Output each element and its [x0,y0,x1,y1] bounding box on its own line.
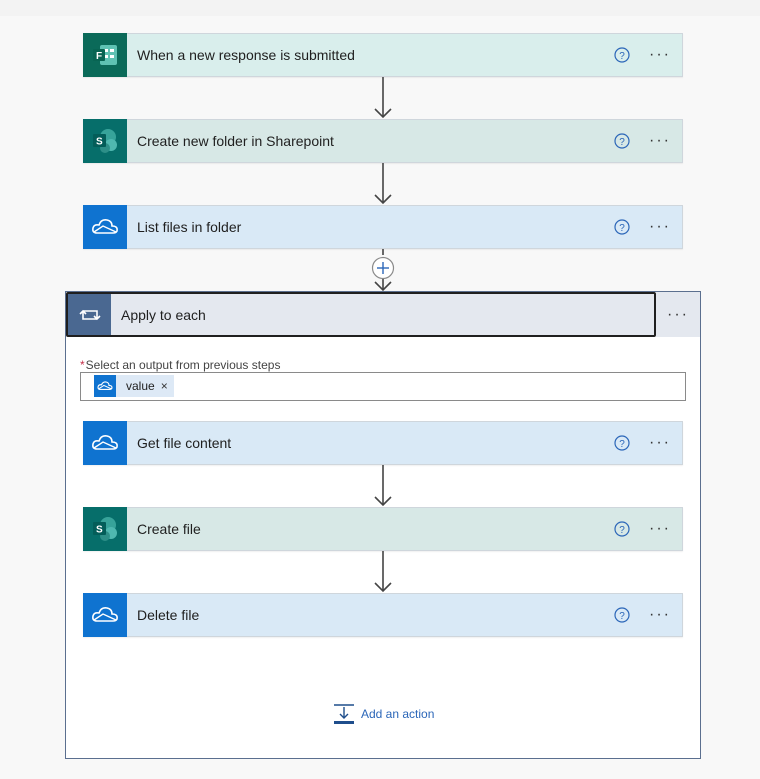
help-icon[interactable]: ? [614,47,630,63]
step-title: List files in folder [137,219,242,235]
sharepoint-icon: S [83,506,127,551]
connector-arrow [374,249,392,292]
connector-arrow [374,551,392,593]
step-card-create-file[interactable]: S Create file ? ··· [83,506,683,551]
step-card-create-folder[interactable]: S Create new folder in Sharepoint ? ··· [83,118,683,163]
svg-text:?: ? [619,611,625,622]
svg-text:?: ? [619,137,625,148]
microsoft-forms-icon: F [83,32,127,77]
more-options-icon[interactable]: ··· [649,218,671,235]
help-icon[interactable]: ? [614,133,630,149]
help-icon[interactable]: ? [614,521,630,537]
more-options-icon[interactable]: ··· [649,606,671,623]
add-action-icon [333,703,355,725]
sharepoint-icon: S [83,118,127,163]
onedrive-icon [94,375,116,397]
step-card-forms-trigger[interactable]: F When a new response is submitted ? ··· [83,32,683,77]
select-output-input[interactable]: value × [80,372,686,401]
step-title: Delete file [137,607,200,623]
connector-arrow [374,465,392,507]
step-card-get-file-content[interactable]: Get file content ? ··· [83,420,683,465]
svg-text:S: S [96,136,103,147]
more-options-icon[interactable]: ··· [656,292,700,337]
dynamic-content-token[interactable]: value × [94,375,174,397]
help-icon[interactable]: ? [614,435,630,451]
close-icon[interactable]: × [160,379,168,393]
onedrive-icon [83,420,127,465]
svg-text:?: ? [619,51,625,62]
loop-title: Apply to each [121,306,206,323]
onedrive-icon [83,592,127,637]
svg-text:?: ? [619,439,625,450]
step-title: Create new folder in Sharepoint [137,133,334,149]
insert-step-icon[interactable] [371,256,395,280]
step-card-list-files[interactable]: List files in folder ? ··· [83,204,683,249]
more-options-icon[interactable]: ··· [649,434,671,451]
loop-icon [68,294,111,335]
help-icon[interactable]: ? [614,219,630,235]
required-mark: * [80,358,85,372]
apply-to-each-header[interactable]: Apply to each [66,292,656,337]
top-strip [0,0,760,16]
svg-text:?: ? [619,525,625,536]
connector-arrow [374,163,392,205]
svg-text:F: F [96,51,102,62]
svg-text:?: ? [619,223,625,234]
apply-to-each-container: Apply to each ··· *Select an output from… [65,291,701,759]
svg-text:S: S [96,524,103,535]
onedrive-icon [83,204,127,249]
token-label: value [126,379,155,393]
more-options-icon[interactable]: ··· [649,46,671,63]
step-title: Create file [137,521,201,537]
add-action-label: Add an action [361,707,435,721]
step-title: When a new response is submitted [137,47,355,63]
step-card-delete-file[interactable]: Delete file ? ··· [83,592,683,637]
select-output-text: Select an output from previous steps [85,358,281,372]
help-icon[interactable]: ? [614,607,630,623]
select-output-label: *Select an output from previous steps [80,358,280,372]
step-title: Get file content [137,435,232,451]
more-options-icon[interactable]: ··· [649,132,671,149]
connector-arrow [374,77,392,119]
more-options-icon[interactable]: ··· [649,520,671,537]
add-action-button[interactable]: Add an action [333,703,434,725]
